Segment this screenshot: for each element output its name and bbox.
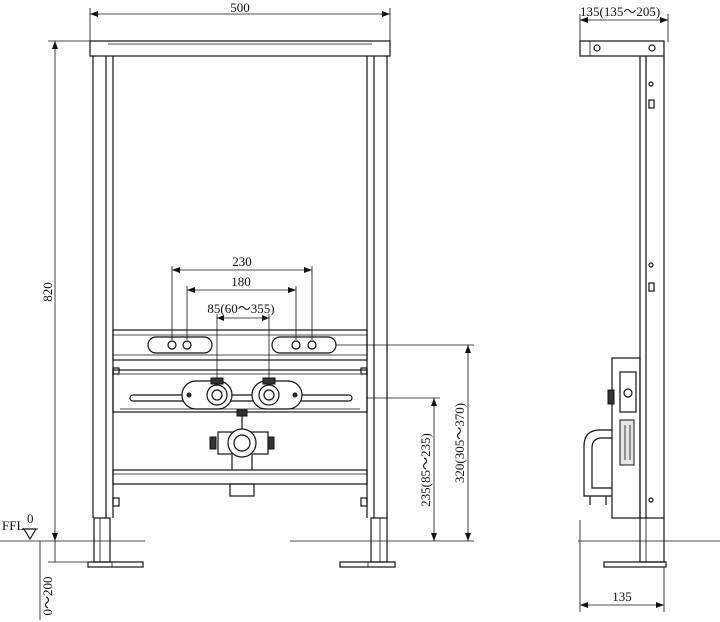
dim-85-label: 85(60～355) <box>207 301 274 316</box>
front-view: 500 820 <box>0 0 474 620</box>
right-post <box>339 56 396 568</box>
lower-cross-rail <box>112 469 368 507</box>
dim-320: 320(305～370) <box>336 344 474 542</box>
dim-height-820: 820 <box>40 40 92 541</box>
floor-lines <box>0 540 400 620</box>
dim-180: 180 <box>186 274 297 340</box>
dim-230: 230 <box>171 254 313 340</box>
left-post <box>87 56 144 568</box>
upper-cross-plate <box>112 329 368 361</box>
dim-235-label: 235(85～235) <box>418 433 433 507</box>
dim-side-top-label: 135(135～205) <box>580 4 660 19</box>
dim-side-bottom-label: 135 <box>612 589 632 604</box>
dim-230-label: 230 <box>232 254 252 269</box>
ffl-label: FFL <box>2 518 24 533</box>
dim-side-top: 135(135～205) <box>579 4 669 42</box>
dim-floor-range: 0～200 <box>40 541 90 616</box>
dim-320-label: 320(305～370) <box>452 403 467 483</box>
side-view: 135(135～205) <box>578 4 720 612</box>
dim-width-500: 500 <box>89 0 391 45</box>
ffl-marker: FFL 0 <box>2 511 38 541</box>
dim-180-label: 180 <box>231 274 251 289</box>
side-top-bracket <box>579 40 665 57</box>
floor-range-label: 0～200 <box>40 576 55 615</box>
side-foot <box>603 517 667 568</box>
ffl-zero: 0 <box>27 511 34 526</box>
dim-width-label: 500 <box>230 0 250 15</box>
dim-235: 235(85～235) <box>367 397 440 542</box>
middle-mounting-plate <box>112 367 368 413</box>
top-rail <box>89 40 391 57</box>
side-bracket <box>583 357 641 519</box>
dim-side-bottom: 135 <box>579 520 665 612</box>
dim-height-label: 820 <box>40 282 55 302</box>
side-post <box>639 56 665 518</box>
drain-assembly <box>209 409 275 497</box>
